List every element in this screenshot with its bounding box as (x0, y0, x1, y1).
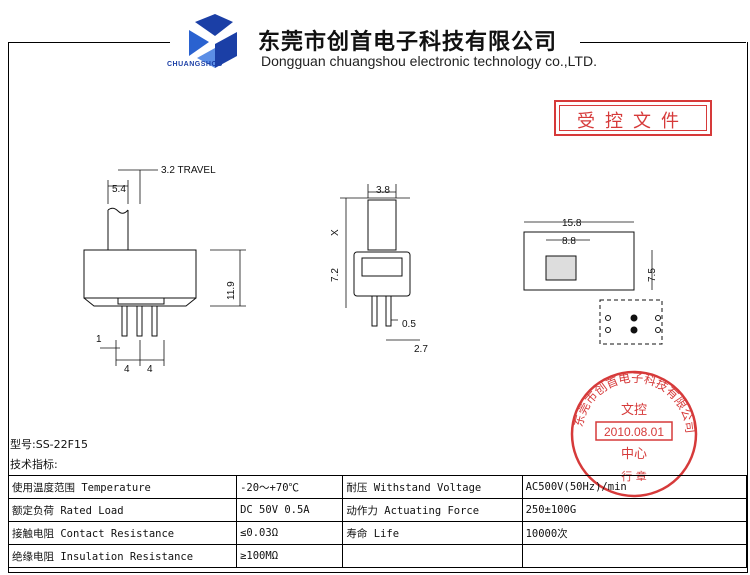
dim-5-4: 5.4 (112, 184, 126, 195)
company-seal-icon: 东莞市创首电子科技有限公司 文控 2010.08.01 中心 行 章 (570, 370, 697, 498)
dim-8-8: 8.8 (562, 236, 576, 247)
spec-cell (342, 544, 523, 568)
switch-body-front (353, 251, 411, 297)
spec-cell: 使用温度范围 Temperature (7, 475, 238, 499)
spec-table: 使用温度范围 Temperature -20～+70℃ 耐压 Withstand… (7, 475, 748, 568)
table-row: 绝缘电阻 Insulation Resistance ≥100MΩ (7, 544, 748, 568)
seal-line1: 文控 (621, 403, 647, 418)
dim-x: X (330, 229, 341, 236)
dim-7-2: 7.2 (330, 268, 341, 282)
dim-2-7: 2.7 (414, 344, 428, 355)
slider-window (545, 255, 577, 281)
dim-4b: 4 (147, 364, 153, 375)
switch-body-top (523, 231, 635, 291)
dim-7-5: 7.5 (647, 268, 658, 282)
brand-name: CHUANGSHOU (167, 61, 223, 68)
spec-cell: 250±100G (521, 498, 748, 522)
switch-body-side (83, 249, 197, 299)
spec-cell: 10000次 (521, 521, 748, 545)
spec-cell: AC500V(50Hz)/min (521, 475, 748, 499)
company-logo-icon (189, 14, 237, 68)
spec-cell: 耐压 Withstand Voltage (342, 475, 523, 499)
dim-1: 1 (96, 334, 102, 345)
spec-cell (521, 544, 748, 568)
table-row: 使用温度范围 Temperature -20～+70℃ 耐压 Withstand… (7, 475, 748, 499)
seal-date: 2010.08.01 (604, 425, 664, 439)
controlled-document-stamp: 受控文件 (554, 100, 712, 136)
spec-cell: 寿命 Life (342, 521, 523, 545)
company-name-cn: 东莞市创首电子科技有限公司 (258, 29, 558, 55)
frame-top-right-border (580, 42, 746, 43)
terminal-block (117, 297, 165, 305)
spec-cell: 额定负荷 Rated Load (7, 498, 238, 522)
company-name-en: Dongguan chuangshou electronic technolog… (261, 53, 597, 69)
stamp-label: 受控文件 (577, 111, 689, 132)
spec-cell: 动作力 Actuating Force (342, 498, 523, 522)
switch-base (83, 297, 197, 307)
model-number: 型号:SS-22F15 (10, 438, 88, 451)
table-row: 额定负荷 Rated Load DC 50V 0.5A 动作力 Actuatin… (7, 498, 748, 522)
spec-cell: DC 50V 0.5A (236, 498, 344, 522)
slider-front (367, 199, 397, 251)
spec-cell: 绝缘电阻 Insulation Resistance (7, 544, 238, 568)
dim-11-9: 11.9 (226, 281, 237, 300)
slider-actuator (107, 207, 129, 250)
table-row: 接触电阻 Contact Resistance ≤0.03Ω 寿命 Life 1… (7, 521, 748, 545)
dim-4a: 4 (124, 364, 130, 375)
frame-top-left-border (8, 42, 170, 43)
dim-travel: 3.2 TRAVEL (161, 165, 216, 176)
spec-cell: ≥100MΩ (236, 544, 344, 568)
spec-cell: 接触电阻 Contact Resistance (7, 521, 238, 545)
seal-line2: 中心 (621, 447, 647, 462)
specs-heading: 技术指标: (10, 458, 58, 471)
drawing-frame (8, 42, 748, 573)
spec-cell: -20～+70℃ (236, 475, 344, 499)
dim-3-8: 3.8 (376, 185, 390, 196)
spec-cell: ≤0.03Ω (236, 521, 344, 545)
dim-15-8: 15.8 (562, 218, 582, 229)
dim-0-5: 0.5 (402, 319, 416, 330)
